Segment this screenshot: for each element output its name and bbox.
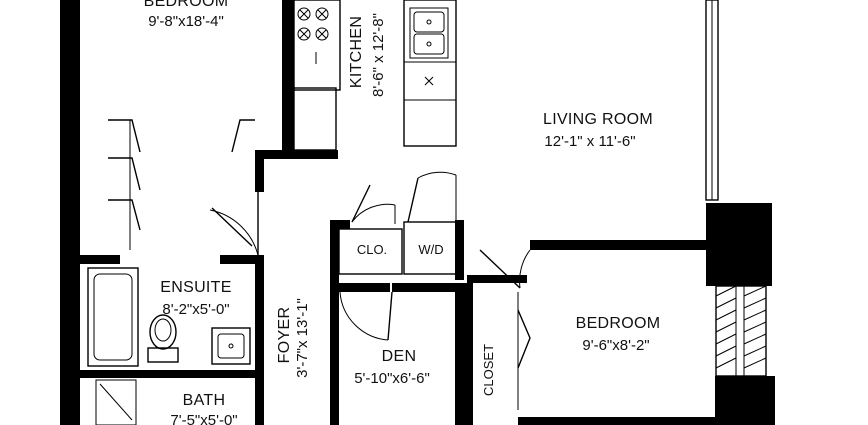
bedroom-door [209, 192, 259, 256]
closet-doors [517, 292, 531, 410]
ensuite-dim: 8'-2"x5'-0" [162, 301, 229, 318]
wall-right-lower [715, 376, 775, 425]
closet-label: CLOSET [481, 344, 496, 396]
clo-door [351, 184, 396, 224]
wall-foyer-left-lower [255, 255, 264, 425]
wall-wd-right [455, 220, 464, 280]
shower-icon [95, 379, 137, 425]
bedroom2-door [479, 249, 531, 289]
sink-icon [211, 327, 251, 365]
den-name: DEN [382, 348, 417, 365]
wall-bedroom2-closet-top [467, 275, 527, 283]
window-bedroom2 [715, 285, 767, 377]
wall-den-right [455, 283, 467, 425]
wall-left-exterior [60, 0, 80, 425]
wall-closet-divider [467, 278, 473, 425]
wall-bedroom-kitchen [282, 0, 294, 155]
wd-label: W/D [418, 242, 443, 257]
wall-den-top-right [392, 283, 464, 292]
clo-label: CLO. [357, 242, 387, 257]
clo-closet [338, 228, 403, 275]
kitchen-island [403, 0, 457, 147]
living-dim: 12'-1" x 11'-6" [544, 133, 635, 150]
bedroom-second-name: BEDROOM [576, 315, 661, 332]
kitchen-dim: 8'-6" x 12'-8" [370, 13, 387, 97]
wall-ensuite-bath [80, 370, 264, 378]
wall-bedroom2-bottom [518, 417, 728, 425]
living-name: LIVING ROOM [543, 111, 653, 128]
bath-name: BATH [183, 392, 226, 409]
bathtub-icon [87, 267, 139, 367]
wall-foyer-top [255, 150, 295, 159]
wd-door [407, 171, 457, 223]
wall-den-top [330, 283, 390, 292]
foyer-dim: 3'-7"x 13'-1" [294, 298, 311, 378]
toilet-icon [147, 314, 179, 363]
bedroom-main-dim: 9'-8"x18'-4" [148, 13, 224, 30]
ensuite-name: ENSUITE [160, 279, 231, 296]
bedroom-second-dim: 9'-6"x8'-2" [582, 337, 649, 354]
kitchen-name: KITCHEN [348, 16, 365, 88]
bedroom-closet-doors [108, 119, 255, 250]
wall-foyer-right-upper [330, 220, 339, 292]
wall-living-bedroom [530, 240, 720, 250]
kitchen-counter [293, 0, 341, 151]
wd-closet [403, 221, 457, 275]
wall-bedroom-ensuite [80, 255, 120, 264]
column-right [706, 203, 772, 286]
wall-ensuite-top-right [220, 255, 264, 264]
bath-dim: 7'-5"x5'-0" [170, 412, 237, 425]
den-door [339, 291, 393, 341]
wall-closet-top [330, 220, 350, 229]
wall-den-foyer [330, 292, 339, 425]
foyer-name: FOYER [276, 307, 293, 364]
bedroom-main-name: BEDROOM [144, 0, 229, 10]
wall-foyer-left-upper [255, 150, 264, 192]
stove-icon [297, 7, 329, 41]
wall-kitchen-bottom [282, 150, 338, 159]
den-dim: 5'-10"x6'-6" [354, 370, 430, 387]
